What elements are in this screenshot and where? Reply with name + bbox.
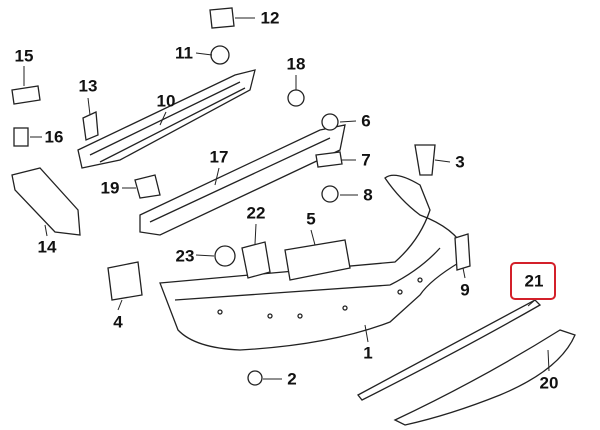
part-19 <box>134 174 161 199</box>
callout-16[interactable]: 16 <box>44 127 64 147</box>
part-12 <box>209 7 235 29</box>
part-4 <box>107 261 143 301</box>
part-7 <box>315 151 343 168</box>
callout-4[interactable]: 4 <box>113 312 123 332</box>
callout-1[interactable]: 1 <box>363 343 373 363</box>
callout-2[interactable]: 2 <box>287 369 297 389</box>
callout-9[interactable]: 9 <box>460 280 470 300</box>
part-13 <box>82 111 99 141</box>
bracket-14 <box>11 167 81 236</box>
part-15 <box>11 85 41 105</box>
part-22 <box>241 241 271 279</box>
callout-18[interactable]: 18 <box>286 54 306 74</box>
callout-3[interactable]: 3 <box>455 152 465 172</box>
callout-11[interactable]: 11 <box>175 43 193 63</box>
absorber-17 <box>139 124 346 236</box>
part-11 <box>210 45 230 65</box>
part-23 <box>214 245 236 267</box>
callout-17[interactable]: 17 <box>209 147 229 167</box>
part-2 <box>247 370 263 386</box>
callout-10[interactable]: 10 <box>156 91 176 111</box>
highlight-box <box>510 262 556 300</box>
part-16 <box>13 127 29 147</box>
trim-strip-21 <box>357 299 542 401</box>
callout-22[interactable]: 22 <box>246 203 266 223</box>
part-9 <box>454 233 471 271</box>
diffuser-20 <box>393 329 576 426</box>
part-18 <box>287 89 305 107</box>
callout-21[interactable]: 21 <box>524 271 544 291</box>
callout-14[interactable]: 14 <box>37 237 57 257</box>
part-6 <box>321 113 339 131</box>
callout-8[interactable]: 8 <box>363 185 373 205</box>
callout-20[interactable]: 20 <box>539 373 559 393</box>
reinforcement-10 <box>77 69 256 169</box>
part-3 <box>414 144 436 176</box>
callout-13[interactable]: 13 <box>78 76 98 96</box>
part-5 <box>284 239 351 281</box>
part-8 <box>321 185 339 203</box>
callout-15[interactable]: 15 <box>14 46 34 66</box>
callout-6[interactable]: 6 <box>361 111 371 131</box>
callout-12[interactable]: 12 <box>260 8 280 28</box>
callout-5[interactable]: 5 <box>306 209 316 229</box>
callout-23[interactable]: 23 <box>175 246 195 266</box>
callout-19[interactable]: 19 <box>100 178 120 198</box>
callout-7[interactable]: 7 <box>361 150 371 170</box>
